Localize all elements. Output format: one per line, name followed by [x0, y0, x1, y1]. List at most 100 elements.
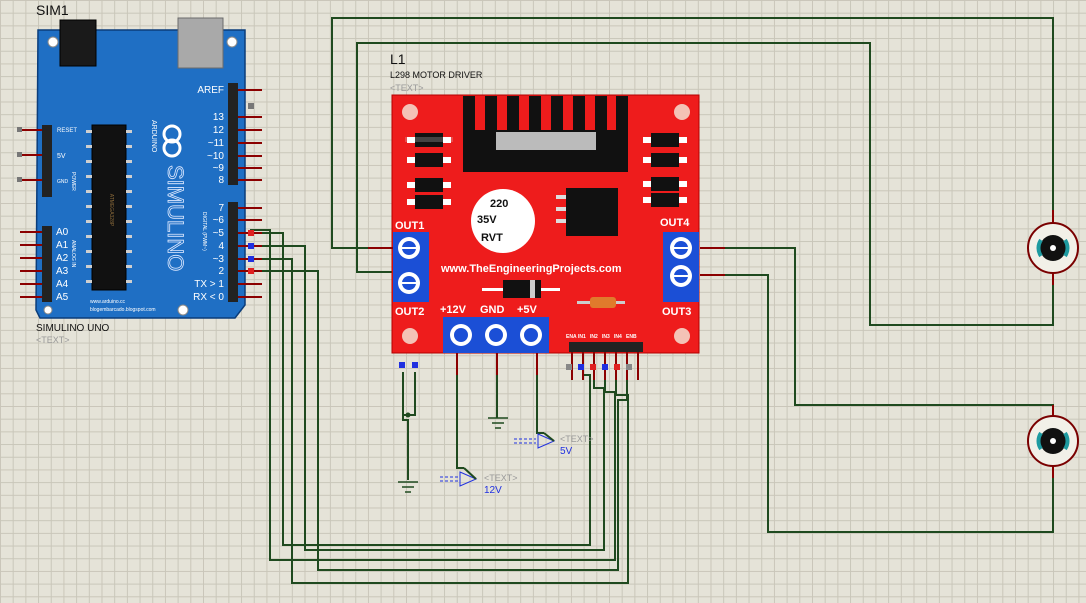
digital-header-bottom: [228, 202, 238, 302]
wire-out1-motor1[interactable]: [331, 17, 1054, 249]
usb-port: [177, 17, 224, 69]
pin-a4: A4: [56, 279, 69, 290]
analog-header: [42, 226, 52, 302]
driver-ref: L1: [390, 51, 406, 67]
terminal-5v-label: 5V: [560, 446, 573, 457]
ctrl-in2: IN2: [590, 334, 598, 340]
pin-5v: 5V: [57, 153, 66, 160]
arduino-text-placeholder: <TEXT>: [36, 335, 70, 345]
wire-in4[interactable]: [250, 270, 628, 571]
website-text: www.TheEngineeringProjects.com: [440, 263, 622, 275]
cap-line-2: 35V: [477, 214, 497, 226]
label-out3: OUT3: [662, 306, 691, 318]
label-5v: +5V: [517, 304, 538, 316]
label-12v: +12V: [440, 304, 467, 316]
arduino-vertical-text: ARDUINO: [150, 120, 157, 153]
pin-8: 8: [218, 175, 224, 186]
pin-6: ~6: [213, 215, 225, 226]
pin-rx: RX < 0: [193, 292, 224, 303]
ctrl-in4: IN4: [614, 334, 622, 340]
simulino-vertical-text: SIMULINO: [163, 165, 188, 271]
arduino-pcb: [35, 29, 246, 319]
control-pin-header[interactable]: [569, 342, 643, 352]
wire-out2-motor1[interactable]: [356, 42, 1054, 326]
arduino-name: SIMULINO UNO: [36, 323, 110, 334]
wire-in2[interactable]: [250, 229, 616, 561]
pin-a1: A1: [56, 240, 69, 251]
resistor-icon: [577, 297, 625, 308]
digital-header-top: [228, 83, 238, 185]
wire-in3[interactable]: [250, 258, 629, 584]
arduino-board[interactable]: ATMEGA328P ARDUINO SIMULINO POWER ANALOG…: [17, 17, 262, 319]
power-label: POWER: [70, 172, 76, 191]
pin-13: 13: [213, 112, 225, 123]
pin-9: ~9: [213, 163, 225, 174]
regulator-icon: [556, 188, 618, 236]
wire-in1[interactable]: [250, 245, 605, 551]
cap-line-3: RVT: [481, 232, 503, 244]
diodes-right: [643, 133, 687, 207]
terminal-12v-label: 12V: [484, 485, 502, 496]
pin-5: ~5: [213, 228, 225, 239]
chip-label: ATMEGA328P: [108, 194, 114, 227]
pin-a5: A5: [56, 292, 69, 303]
wire-vcc-ground[interactable]: [402, 372, 409, 480]
pin-7: 7: [218, 203, 224, 214]
pin-a3: A3: [56, 266, 69, 277]
pin-a2: A2: [56, 253, 69, 264]
terminal-5v-placeholder: <TEXT>: [560, 434, 594, 444]
arduino-ref: SIM1: [36, 2, 69, 18]
pin-aref: AREF: [197, 85, 224, 96]
wire-5v[interactable]: [536, 350, 544, 434]
l298-driver-board[interactable]: 220 35V RVT www.TheEngineeringProjects.c…: [391, 94, 700, 354]
ground-symbol-2: [398, 481, 418, 493]
pin-11: ~11: [208, 138, 225, 149]
heatsink-icon: [463, 96, 628, 172]
ctrl-in1: IN1: [578, 334, 586, 340]
terminal-5v[interactable]: [514, 432, 556, 449]
ctrl-ena: ENA: [566, 334, 577, 340]
atmega-chip: [91, 124, 127, 291]
wires: [250, 17, 1054, 584]
pin-12: 12: [213, 125, 225, 136]
power-header: [42, 125, 52, 197]
pin-2: 2: [218, 266, 224, 277]
pin-tx: TX > 1: [194, 279, 224, 290]
label-out1: OUT1: [395, 220, 424, 232]
pin-10: ~10: [207, 151, 224, 162]
pin-gnd: GND: [57, 179, 69, 185]
label-gnd: GND: [480, 304, 505, 316]
url-blog: blogembarcado.blogspot.com: [90, 307, 156, 313]
dc-motor-2-icon[interactable]: [1027, 405, 1079, 478]
driver-text-placeholder: <TEXT>: [390, 83, 424, 93]
driver-name: L298 MOTOR DRIVER: [390, 70, 483, 80]
dc-jack: [59, 19, 97, 67]
logic-state-markers: [399, 362, 632, 370]
pin-a0: A0: [56, 227, 69, 238]
wire-out4-motor2[interactable]: [700, 247, 1054, 415]
terminal-12v[interactable]: [440, 467, 478, 487]
cap-line-1: 220: [490, 198, 508, 210]
wire-ena[interactable]: [250, 232, 591, 546]
ground-symbol-1: [488, 417, 508, 429]
diodes-left: [405, 133, 453, 209]
pin-3: ~3: [213, 254, 225, 265]
url-arduino: www.arduino.cc: [90, 299, 126, 305]
dc-motor-1-icon[interactable]: [1027, 210, 1079, 285]
ctrl-in3: IN3: [602, 334, 610, 340]
analog-label: ANALOG IN: [70, 240, 76, 268]
pin-reset: RESET: [57, 128, 77, 134]
wire-gnd-pin[interactable]: [403, 372, 416, 416]
digital-label: DIGITAL (PWM~): [201, 212, 207, 251]
label-out4: OUT4: [660, 217, 690, 229]
pin-state-markers: [248, 230, 254, 274]
ctrl-enb: ENB: [626, 334, 637, 340]
arduino-logo-icon: [162, 124, 182, 158]
wire-12v[interactable]: [456, 350, 464, 469]
chip-legs: [86, 130, 132, 283]
power-diode-icon: [482, 280, 560, 298]
wire-out3-motor2[interactable]: [700, 274, 1054, 533]
terminal-12v-placeholder: <TEXT>: [484, 473, 518, 483]
pin-4: 4: [218, 241, 224, 252]
